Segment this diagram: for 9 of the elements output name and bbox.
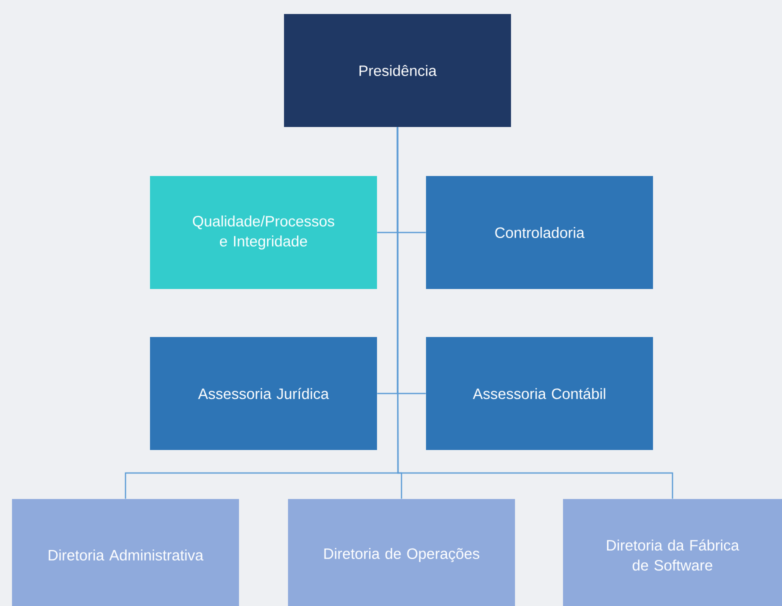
org-box: Assessoria Jurídica [150, 337, 377, 450]
org-box: Assessoria Contábil [426, 337, 653, 450]
connector-line [396, 127, 674, 499]
org-box: Controladoria [426, 176, 653, 289]
org-box: Qualidade/Processos e Integridade [150, 176, 377, 289]
org-box: Diretoria de Operações [288, 499, 515, 606]
org-box: Diretoria da Fábrica de Software [563, 499, 782, 606]
org-box: Presidência [284, 14, 511, 127]
org-box: Diretoria Administrativa [12, 499, 239, 606]
